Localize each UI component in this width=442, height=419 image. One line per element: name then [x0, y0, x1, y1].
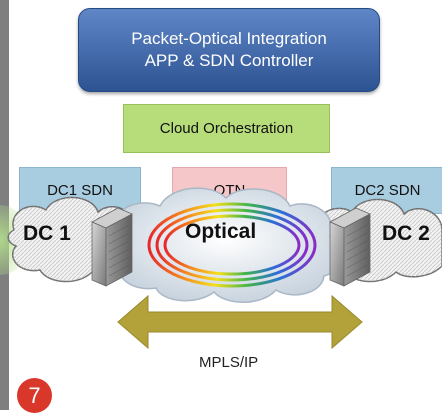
- dc2-sdn-box: DC2 SDN: [331, 167, 442, 214]
- dc2-server-icon: [329, 207, 371, 287]
- cloud-orchestration-box: Cloud Orchestration: [123, 104, 330, 153]
- dc2-label: DC 2: [382, 222, 430, 245]
- optical-ring: [147, 202, 317, 288]
- dc1-label: DC 1: [23, 222, 71, 245]
- dc1-server-icon: [91, 207, 133, 287]
- optical-cloud: [107, 187, 344, 303]
- controller-line-1: Packet-Optical Integration: [131, 29, 327, 48]
- controller-line-2: APP & SDN Controller: [144, 51, 314, 70]
- slide-number-badge: 7: [17, 378, 52, 413]
- mpls-ip-label: MPLS/IP: [199, 354, 259, 371]
- mpls-double-arrow: [117, 294, 363, 350]
- optical-label: Optical: [185, 220, 257, 243]
- controller-box: Packet-Optical Integration APP & SDN Con…: [78, 8, 380, 92]
